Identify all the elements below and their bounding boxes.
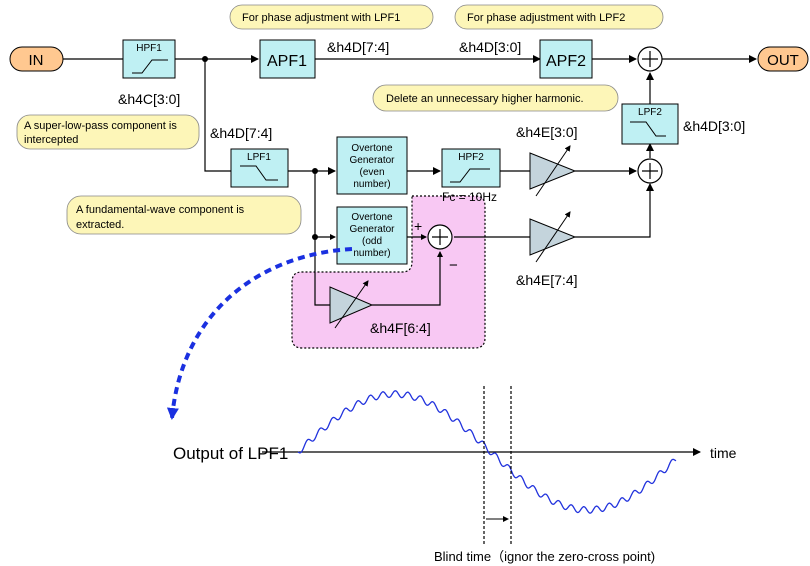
note-lpf2-text: Delete an unnecessary higher harmonic. — [386, 93, 584, 105]
minus-sign: − — [449, 257, 458, 274]
apf1-title: APF1 — [267, 53, 307, 70]
even-gain-amp — [529, 145, 577, 197]
blind-time-label: Blind time（ignor the zero-cross point) — [434, 549, 655, 564]
hpf1-register: &h4C[3:0] — [118, 91, 180, 107]
note-hpf1: A super-low-pass component is intercepte… — [16, 114, 200, 150]
lpf2-block: LPF2 — [621, 103, 679, 145]
signal-wires — [63, 55, 757, 306]
blue-pointer-arrow — [166, 247, 353, 420]
junction-dots — [202, 56, 318, 240]
hpf2-block: HPF2 — [441, 148, 501, 188]
overtone-even-line1: Overtone — [351, 143, 393, 154]
odd-gain-amp — [529, 211, 577, 263]
lowpass-icon — [240, 165, 278, 181]
odd-gain-register: &h4E[7:4] — [516, 272, 578, 288]
variable-arrow-icon — [334, 280, 369, 329]
plus-icon — [642, 51, 658, 67]
note-hpf1-line1: A super-low-pass component is — [24, 120, 177, 132]
hpf2-fc: Fc = 10Hz — [442, 190, 497, 204]
variable-arrow-icon — [535, 145, 571, 197]
plus-sign: + — [414, 218, 422, 234]
note-lpf1: A fundamental-wave component is extracte… — [66, 195, 302, 235]
overtone-even-line3: (even — [359, 167, 384, 178]
lpf1-register: &h4D[7:4] — [210, 125, 272, 141]
plus-icon — [642, 163, 658, 179]
waveform-label: Output of LPF1 — [173, 444, 288, 463]
lowpass-icon — [630, 121, 666, 137]
apf2-block: APF2 — [539, 39, 593, 79]
note-lpf1-line2: extracted. — [76, 219, 124, 231]
lpf1-block: LPF1 — [230, 148, 289, 188]
time-label: time — [710, 445, 737, 461]
overtone-even-line2: Generator — [349, 155, 395, 166]
out-label: OUT — [767, 52, 799, 69]
apf2-register: &h4D[3:0] — [459, 39, 521, 55]
note-apf2: For phase adjustment with LPF2 — [454, 4, 664, 30]
plus-icon — [432, 229, 448, 245]
overtone-odd-line1: Overtone — [351, 212, 393, 223]
lpf1-title: LPF1 — [247, 152, 271, 163]
apf2-title: APF2 — [546, 53, 586, 70]
hpf1-title: HPF1 — [136, 43, 162, 54]
hpf2-title: HPF2 — [458, 152, 484, 163]
note-hpf1-line2: intercepted — [24, 134, 78, 146]
note-apf2-text: For phase adjustment with LPF2 — [467, 12, 625, 24]
overtone-even-block: Overtone Generator (even number) — [336, 136, 408, 195]
variable-arrow-icon — [535, 211, 571, 263]
out-terminal: OUT — [757, 46, 809, 72]
lpf2-register: &h4D[3:0] — [683, 118, 745, 134]
in-label: IN — [29, 52, 44, 69]
feedback-gain-register: &h4F[6:4] — [370, 320, 431, 336]
feedback-amp — [329, 280, 374, 329]
overtone-odd-block: Overtone Generator (odd number) — [336, 206, 408, 265]
adder-even — [637, 158, 663, 184]
highpass-icon — [132, 59, 168, 74]
apf1-register: &h4D[7:4] — [327, 39, 389, 55]
note-lpf1-line1: A fundamental-wave component is — [76, 204, 245, 216]
apf1-block: APF1 — [259, 39, 316, 79]
overtone-odd-line4: number) — [353, 248, 390, 259]
overtone-even-line4: number) — [353, 179, 390, 190]
overtone-odd-line3: (odd — [362, 236, 382, 247]
even-gain-register: &h4E[3:0] — [516, 124, 578, 140]
lpf2-title: LPF2 — [638, 107, 662, 118]
note-apf1-text: For phase adjustment with LPF1 — [242, 12, 400, 24]
blind-time-markers — [483, 386, 512, 545]
overtone-odd-line2: Generator — [349, 224, 395, 235]
hpf1-block: HPF1 — [122, 39, 176, 79]
waveform-curve — [297, 390, 677, 514]
adder-output — [637, 46, 663, 72]
adder-odd — [427, 224, 453, 250]
note-apf1: For phase adjustment with LPF1 — [229, 4, 434, 30]
highpass-icon — [450, 168, 490, 183]
note-lpf2: Delete an unnecessary higher harmonic. — [372, 84, 619, 112]
in-terminal: IN — [9, 46, 64, 72]
